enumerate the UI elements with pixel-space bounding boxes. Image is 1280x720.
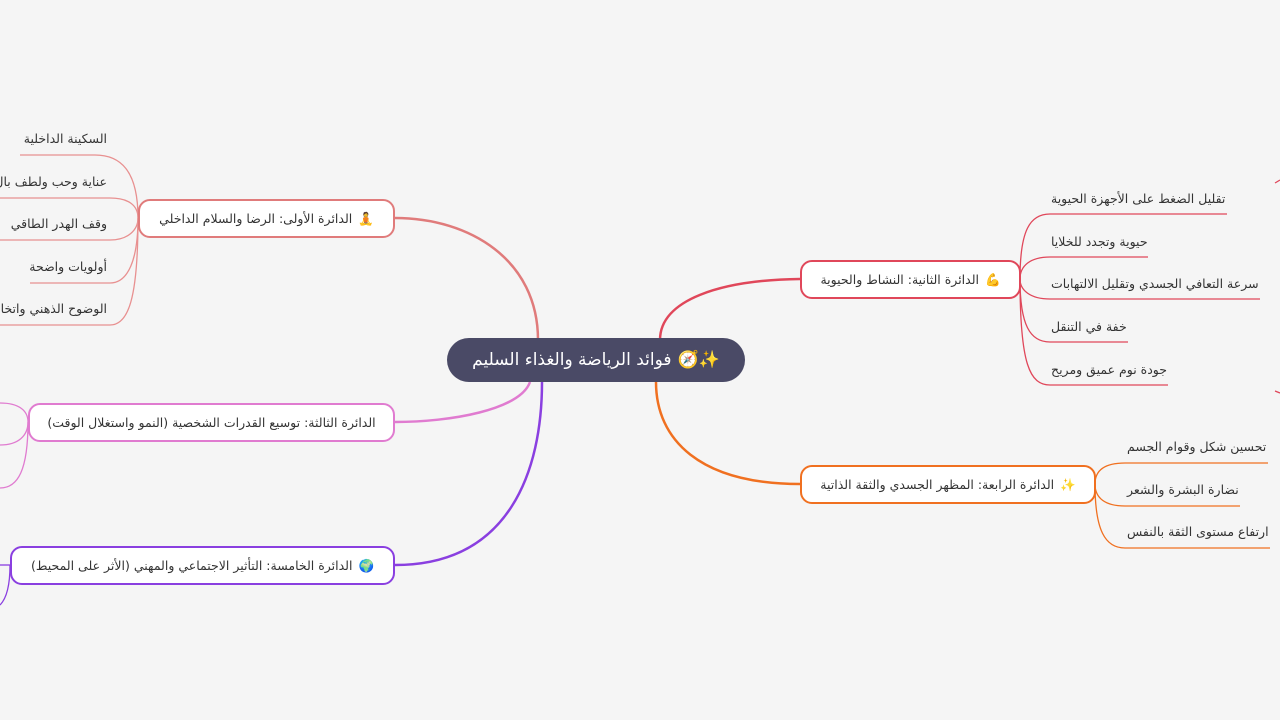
- connector-b3-2: [0, 421, 29, 489]
- connector-b4-3: [1094, 483, 1270, 549]
- leaf-b1-4[interactable]: أولويات واضحة: [29, 259, 107, 274]
- leaf-b2-4[interactable]: خفة في التنقل: [1051, 319, 1127, 334]
- connector-b2-5: [1019, 278, 1168, 386]
- flexed-biceps-icon: 💪: [985, 271, 1001, 287]
- connector-central-b2: [658, 277, 801, 341]
- leaf-b1-3[interactable]: وقف الهدر الطاقي: [10, 216, 107, 231]
- connector-central-b4: [654, 381, 801, 486]
- sparkle-compass-icon: ✨🧭: [677, 350, 720, 370]
- connector-b1-1: [20, 154, 139, 219]
- connector-b2-1: [1019, 213, 1227, 280]
- leaf-b2-3[interactable]: سرعة التعافي الجسدي وتقليل الالتهابات: [1051, 276, 1259, 291]
- sparkles-icon: ✨: [1060, 476, 1076, 492]
- branch-label-2: الدائرة الثانية: النشاط والحيوية: [820, 272, 979, 287]
- central-topic-label: فوائد الرياضة والغذاء السليم: [472, 350, 672, 370]
- branch-node-1[interactable]: 🧘 الدائرة الأولى: الرضا والسلام الداخلي: [138, 199, 395, 238]
- connector-b5-2: [0, 564, 11, 606]
- leaf-b2-2[interactable]: حيوية وتجدد للخلايا: [1051, 234, 1148, 249]
- branch-label-3: الدائرة الثالثة: توسيع القدرات الشخصية (…: [47, 415, 376, 430]
- central-topic[interactable]: ✨🧭 فوائد الرياضة والغذاء السليم: [447, 338, 745, 382]
- branch-label-4: الدائرة الرابعة: المظهر الجسدي والثقة ال…: [820, 477, 1055, 492]
- globe-icon: 🌍: [358, 557, 375, 573]
- connector-central-b5: [394, 381, 544, 567]
- branch-node-2[interactable]: 💪 الدائرة الثانية: النشاط والحيوية: [800, 260, 1021, 299]
- connector-b3-1b: [0, 421, 29, 446]
- leaf-b1-5[interactable]: الوضوح الذهني واتخا: [0, 301, 107, 316]
- leaf-b2-5[interactable]: جودة نوم عميق ومريح: [1051, 362, 1167, 377]
- connector-b1-2: [0, 197, 139, 219]
- connector-central-b3: [394, 381, 532, 424]
- branch-node-5[interactable]: 🌍 الدائرة الخامسة: التأثير الاجتماعي وال…: [10, 546, 395, 585]
- leaf-b4-2[interactable]: نضارة البشرة والشعر: [1127, 482, 1239, 497]
- connector-b2-edge-bottom: [1274, 390, 1280, 394]
- connector-b3-1: [0, 402, 29, 423]
- leaf-b4-1[interactable]: تحسين شكل وقوام الجسم: [1127, 439, 1267, 454]
- branch-label-5: الدائرة الخامسة: التأثير الاجتماعي والمه…: [30, 558, 353, 573]
- branch-node-3[interactable]: الدائرة الثالثة: توسيع القدرات الشخصية (…: [28, 403, 395, 442]
- branch-node-4[interactable]: ✨ الدائرة الرابعة: المظهر الجسدي والثقة …: [800, 465, 1096, 504]
- leaf-b1-1[interactable]: السكينة الداخلية: [23, 131, 107, 146]
- connector-b2-edge-top: [1274, 179, 1280, 184]
- connector-b4-1: [1094, 462, 1268, 485]
- leaf-b2-1[interactable]: تقليل الضغط على الأجهزة الحيوية: [1051, 191, 1226, 206]
- leaf-b4-3[interactable]: ارتفاع مستوى الثقة بالنفس: [1127, 524, 1269, 539]
- connector-b1-5: [0, 217, 139, 326]
- connector-central-b1: [394, 216, 540, 341]
- meditation-icon: 🧘: [358, 210, 374, 226]
- branch-label-1: الدائرة الأولى: الرضا والسلام الداخلي: [159, 211, 353, 226]
- leaf-b1-2[interactable]: عناية وحب ولطف بال: [0, 174, 107, 189]
